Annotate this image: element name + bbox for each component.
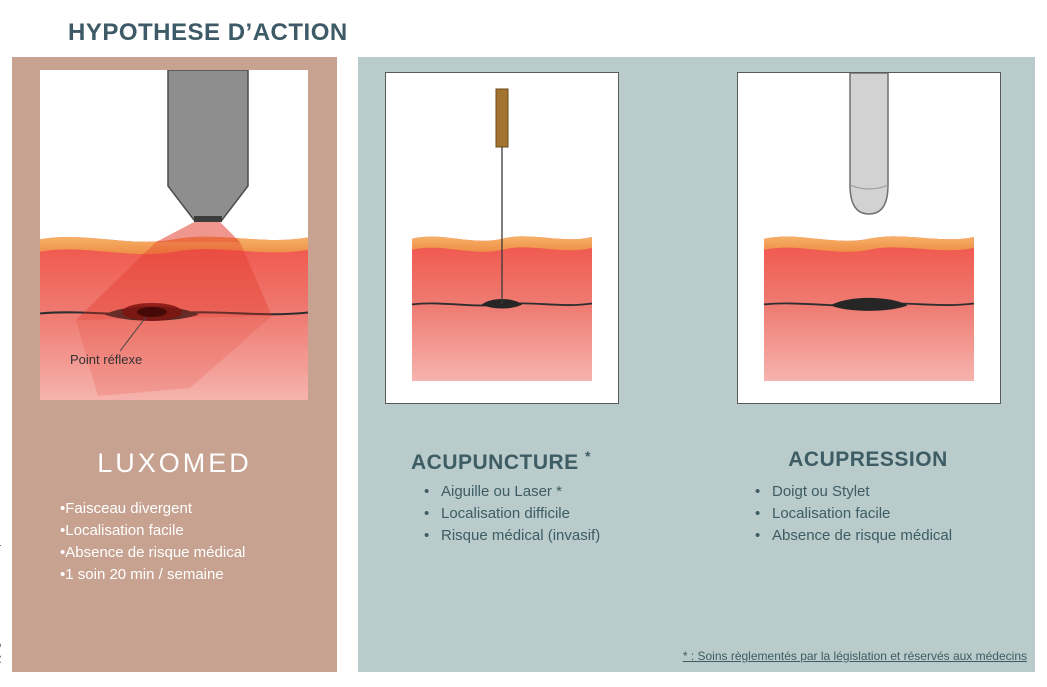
bullet-item: 1 soin 20 min / semaine bbox=[60, 564, 245, 586]
laser-device bbox=[167, 70, 249, 221]
bullet-item: Absence de risque médical bbox=[755, 525, 952, 547]
needle-handle bbox=[495, 88, 509, 148]
laser-nozzle bbox=[194, 216, 222, 222]
acupuncture-heading-text: ACUPUNCTURE bbox=[411, 451, 579, 474]
acupuncture-illustration-box bbox=[385, 72, 619, 404]
stylet-tool bbox=[849, 73, 889, 215]
footnote: * : Soins règlementés par la législation… bbox=[682, 649, 1027, 663]
skin-cross-section bbox=[763, 236, 975, 382]
luxomed-panel: Point réflexe LUXOMED Faisceau divergent… bbox=[12, 57, 337, 672]
bullet-item: Doigt ou Stylet bbox=[755, 481, 952, 503]
acupression-illustration-box bbox=[737, 72, 1001, 404]
acupression-heading: ACUPRESSION bbox=[788, 448, 948, 471]
reflex-point-label: Point réflexe bbox=[70, 352, 143, 367]
bullet-item: Localisation facile bbox=[60, 520, 245, 542]
bullet-item: Risque médical (invasif) bbox=[424, 525, 600, 547]
bullet-item: Localisation facile bbox=[755, 503, 952, 525]
laser-beam bbox=[156, 220, 240, 242]
bullet-item: Faisceau divergent bbox=[60, 498, 245, 520]
acupuncture-heading-asterisk: * bbox=[585, 448, 591, 464]
laser-skin-illustration bbox=[40, 70, 308, 400]
stylet-skin-illustration bbox=[763, 73, 975, 382]
comparison-panel: ACUPUNCTURE * Aiguille ou Laser *Localis… bbox=[358, 57, 1035, 672]
luxomed-bullet-list: Faisceau divergentLocalisation facileAbs… bbox=[60, 498, 245, 586]
luxomed-heading: LUXOMED bbox=[97, 448, 252, 478]
copyright-vertical-text: © Copyright Luxomed 2020 – Reproduction … bbox=[0, 385, 2, 685]
needle-skin-illustration bbox=[411, 88, 593, 382]
acupression-bullet-list: Doigt ou StyletLocalisation facileAbsenc… bbox=[755, 481, 952, 547]
pointer-line bbox=[119, 316, 147, 352]
acupuncture-bullet-list: Aiguille ou Laser *Localisation difficil… bbox=[424, 481, 600, 547]
bullet-item: Aiguille ou Laser * bbox=[424, 481, 600, 503]
luxomed-illustration-box: Point réflexe bbox=[40, 70, 308, 400]
page-title: HYPOTHESE D’ACTION bbox=[68, 19, 348, 47]
bullet-item: Absence de risque médical bbox=[60, 542, 245, 564]
acupuncture-heading: ACUPUNCTURE * bbox=[385, 448, 617, 475]
bullet-item: Localisation difficile bbox=[424, 503, 600, 525]
